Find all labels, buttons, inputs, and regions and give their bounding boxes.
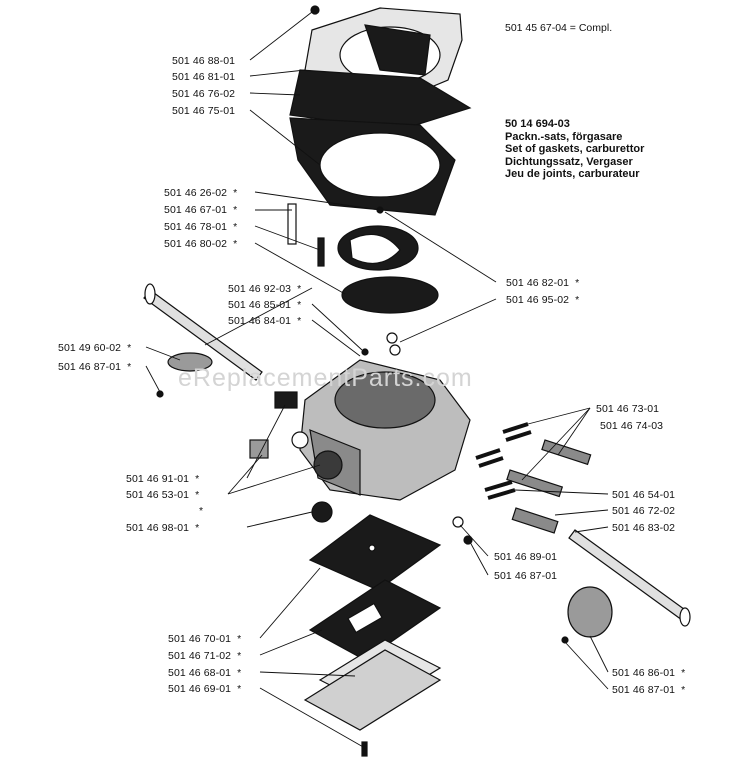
adjusting-screws [475,422,592,534]
part-label-26: 501 46 70-01* [168,633,242,645]
part-label-star: * [199,505,204,517]
part-label-31: 501 46 87-01* [612,684,686,696]
pin [452,516,464,528]
kit-line-4: Jeu de joints, carburateur [505,168,640,180]
kit-line-1: Packn.-sats, förgasare [505,130,623,143]
part-label-29: 501 46 69-01* [168,683,242,695]
complete-assembly-label: 501 45 67-04 = Compl. [505,22,613,34]
part-label-1: 501 46 88-01 [172,55,236,67]
part-label-10: 501 46 95-02* [506,294,580,306]
part-label-3: 501 46 76-02 [172,88,236,100]
metering-gasket-stack [303,514,442,757]
kit-line-3: Dichtungssatz, Vergaser [505,155,633,168]
part-label-30: 501 46 86-01* [612,667,686,679]
choke-shaft [561,529,691,644]
part-label-19: 501 46 53-01* [126,489,200,501]
part-label-9: 501 46 82-01* [506,277,580,289]
part-label-14: 501 49 60-02* [58,342,132,354]
pump-gasket-stack [289,69,472,216]
part-label-27: 501 46 71-02* [168,650,242,662]
part-label-6: 501 46 67-01* [164,204,238,216]
part-label-20: 501 46 54-01 [612,489,676,501]
part-label-28: 501 46 68-01* [168,667,242,679]
part-label-16: 501 46 73-01 [596,403,660,415]
part-label-18: 501 46 91-01* [126,473,200,485]
part-label-17: 501 46 74-03 [600,420,664,432]
part-label-5: 501 46 26-02* [164,187,238,199]
kit-line-2: Set of gaskets, carburettor [505,143,645,155]
part-label-22: 501 46 83-02 [612,522,676,534]
part-label-7: 501 46 78-01* [164,221,238,233]
part-label-15: 501 46 87-01* [58,361,132,373]
part-label-11: 501 46 92-03* [228,283,302,295]
metering-parts [287,203,439,356]
gasket-kit-block: 50 14 694-03 Packn.-sats, förgasare Set … [505,118,644,181]
leader-lines [145,11,609,749]
watermark: eReplacementParts.com [178,364,473,392]
carburetor-body [249,359,471,501]
plug [311,501,333,523]
part-label-21: 501 46 72-02 [612,505,676,517]
part-label-2: 501 46 81-01 [172,71,236,83]
throttle-shaft [143,283,263,398]
part-label-23: 501 46 98-01* [126,522,200,534]
part-label-8: 501 46 80-02* [164,238,238,250]
kit-number: 50 14 694-03 [505,118,570,130]
part-label-4: 501 46 75-01 [172,105,236,117]
part-label-25: 501 46 87-01 [494,570,558,582]
part-label-12: 501 46 85-01* [228,299,302,311]
part-label-24: 501 46 89-01 [494,551,558,563]
part-label-13: 501 46 84-01* [228,315,302,327]
